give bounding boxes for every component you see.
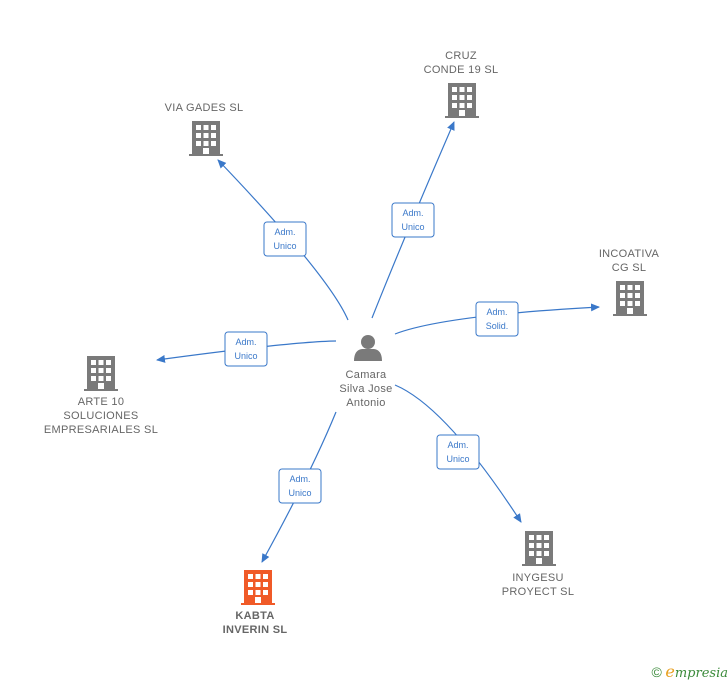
relation-label-text: Adm. Unico: [234, 337, 257, 361]
relation-label-line: Unico: [446, 454, 469, 464]
company-node-inygesu[interactable]: INYGESU PROYECT SL: [502, 531, 575, 598]
company-name-via-gades: VIA GADES SL: [165, 102, 244, 114]
relation-label-text: Adm. Unico: [288, 474, 311, 498]
relation-label-kabta[interactable]: Adm. Unico: [278, 468, 322, 504]
company-name-incoativa-line: CG SL: [612, 262, 647, 274]
edges-layer: [156, 121, 600, 563]
company-name-kabta-line: KABTA: [235, 610, 274, 622]
company-name-incoativa: INCOATIVA CG SL: [599, 248, 660, 274]
relation-label-via-gades[interactable]: Adm. Unico: [263, 221, 307, 257]
relation-label-box: [224, 331, 268, 367]
footer-brand: © empresia: [651, 662, 728, 681]
relation-label-box: [436, 434, 480, 470]
building-icon: [522, 531, 556, 566]
relation-label-box: [263, 221, 307, 257]
company-name-kabta-line: INVERIN SL: [223, 624, 288, 636]
company-name-inygesu-line: INYGESU: [512, 572, 564, 584]
edge-inygesu: [394, 384, 522, 523]
relation-label-box: [391, 202, 435, 238]
company-name-arte-10-line: SOLUCIONES: [63, 410, 138, 422]
relation-label-text: Adm. Unico: [273, 227, 296, 251]
copyright-symbol: ©: [651, 664, 662, 680]
company-name-cruz-conde-line: CONDE 19 SL: [424, 64, 499, 76]
nodes-layer: VIA GADES SL CRUZ CONDE 19 SL INCOATIVA CG S…: [44, 50, 660, 636]
relation-label-cruz-conde[interactable]: Adm. Unico: [391, 202, 435, 238]
relation-label-line: Unico: [401, 222, 424, 232]
relation-label-inygesu[interactable]: Adm. Unico: [436, 434, 480, 470]
edge-arte-10: [156, 340, 337, 363]
company-name-arte-10: ARTE 10 SOLUCIONES EMPRESARIALES SL: [44, 396, 158, 436]
brand-logo-initial: e: [665, 662, 675, 681]
company-name-kabta: KABTA INVERIN SL: [223, 610, 288, 636]
edge-incoativa: [394, 303, 600, 335]
company-node-cruz-conde[interactable]: CRUZ CONDE 19 SL: [424, 50, 499, 118]
company-name-inygesu-line: PROYECT SL: [502, 586, 575, 598]
relation-label-box: [278, 468, 322, 504]
relation-label-text: Adm. Unico: [446, 440, 469, 464]
relation-label-box: [475, 301, 519, 337]
brand-logo[interactable]: empresia: [665, 662, 728, 681]
company-name-inygesu: INYGESU PROYECT SL: [502, 572, 575, 598]
relation-label-line: Adm.: [402, 208, 423, 218]
relation-label-line: Adm.: [235, 337, 256, 347]
relation-label-line: Unico: [288, 488, 311, 498]
person-icon: [354, 335, 382, 361]
person-name-line: Antonio: [346, 397, 385, 409]
relation-label-line: Adm.: [274, 227, 295, 237]
relation-label-arte-10[interactable]: Adm. Unico: [224, 331, 268, 367]
brand-logo-rest: mpresia: [674, 666, 728, 681]
relation-label-line: Adm.: [486, 307, 507, 317]
company-node-arte-10[interactable]: ARTE 10 SOLUCIONES EMPRESARIALES SL: [44, 356, 158, 436]
building-icon: [189, 121, 223, 156]
person-name-line: Silva Jose: [339, 383, 392, 395]
company-name-cruz-conde: CRUZ CONDE 19 SL: [424, 50, 499, 76]
building-icon: [613, 281, 647, 316]
person-name-line: Camara: [346, 369, 388, 381]
company-node-incoativa[interactable]: INCOATIVA CG SL: [599, 248, 660, 316]
edge-labels-layer: Adm.UnicoAdm.UnicoAdm.Solid.Adm.UnicoAdm…: [224, 202, 519, 504]
company-name-incoativa-line: INCOATIVA: [599, 248, 660, 260]
relation-label-line: Unico: [234, 351, 257, 361]
company-node-kabta[interactable]: KABTA INVERIN SL: [223, 570, 288, 636]
relation-label-text: Adm. Solid.: [486, 307, 509, 331]
edge-via-gades: [217, 159, 349, 321]
relation-label-line: Adm.: [447, 440, 468, 450]
building-icon: [445, 83, 479, 118]
relation-label-incoativa[interactable]: Adm. Solid.: [475, 301, 519, 337]
building-icon: [84, 356, 118, 391]
relation-label-text: Adm. Unico: [401, 208, 424, 232]
company-name-arte-10-line: ARTE 10: [78, 396, 125, 408]
relation-label-line: Adm.: [289, 474, 310, 484]
building-icon: [241, 570, 275, 605]
company-name-cruz-conde-line: CRUZ: [445, 50, 477, 62]
company-name-arte-10-line: EMPRESARIALES SL: [44, 424, 158, 436]
company-node-via-gades[interactable]: VIA GADES SL: [165, 102, 244, 156]
relation-label-line: Solid.: [486, 321, 509, 331]
company-name-via-gades-line: VIA GADES SL: [165, 102, 244, 114]
relation-label-line: Unico: [273, 241, 296, 251]
